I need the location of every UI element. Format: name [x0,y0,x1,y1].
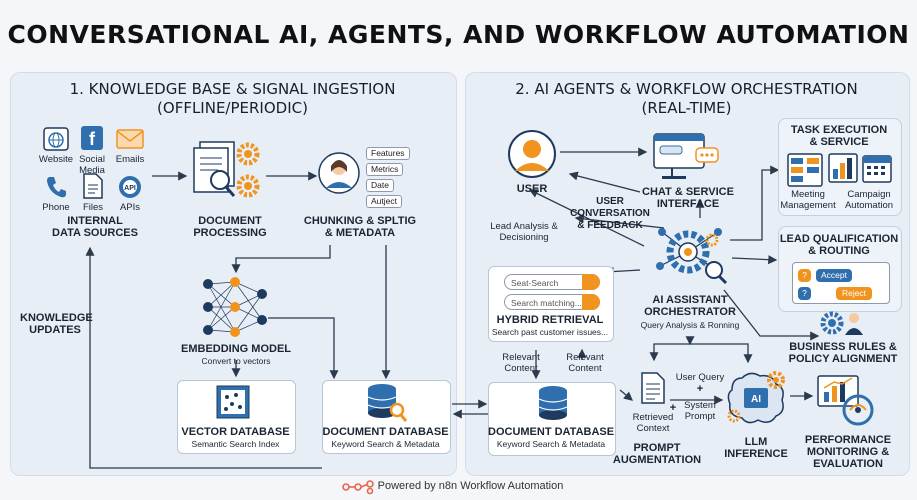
panel1-heading: 1. KNOWLEDGE BASE & SIGNAL INGESTION(OFF… [69,80,396,117]
accept-badge: Accept [816,269,852,282]
orchestrator-subtitle: Query Analysis & Ronning [640,320,740,330]
task-execution-title: TASK EXECUTION& SERVICE [790,124,888,148]
chunk-tag-subject: Autject [366,195,402,208]
hybrid-search-input-1[interactable]: Seat-Search [504,274,600,290]
business-rules-icon [820,311,863,335]
user-avatar-icon [508,130,556,178]
phone-icon [47,177,66,198]
reject-badge: Reject [836,287,872,300]
hybrid-retrieval-title: HYBRID RETRIEVAL [496,314,604,326]
document-database-subtitle-right: Keyword Search & Metadata [496,439,606,449]
calendar-icon [862,155,892,183]
files-icon [83,173,103,199]
footer-powered-by: Powered by n8n Workflow Automation [377,480,564,492]
social-media-icon: f [81,126,103,150]
source-phone-label: Phone [42,202,70,213]
orchestrator-hub-icon [656,228,728,285]
llm-brain-icon: AI [727,371,785,424]
user-query-label: User Query [675,372,725,383]
chunk-tag-date: Date [366,179,394,192]
person-avatar-icon [318,152,360,194]
performance-monitor-icon [817,375,874,426]
question-badge-2: ? [798,287,811,300]
chunk-tag-metrics: Metrics [366,163,404,176]
embedding-model-title: EMBEDDING MODEL [181,343,291,355]
source-apis-label: APIs [119,202,141,213]
chat-interface-icon [653,133,719,179]
document-processing-icon [193,141,260,198]
chunking-title: CHUNKING & SPLTIG& METADATA [303,215,417,239]
kanban-board-icon [787,153,823,187]
source-website-label: Website [38,154,74,165]
source-files-label: Files [82,202,104,213]
search-icon[interactable] [582,294,600,310]
email-icon [116,129,144,149]
svg-text:f: f [89,129,96,149]
plus-sign-2: + [669,402,677,414]
question-badge-1: ? [798,269,811,282]
document-database-title-left: DOCUMENT DATABASE [322,426,449,438]
database-search-icon [367,384,408,422]
hybrid-retrieval-subtitle: Search past customer issues... [491,327,609,337]
campaign-chart-icon [828,153,858,183]
document-database-subtitle-left: Keyword Search & Metadata [331,439,440,449]
chunk-tag-features: Features [366,147,410,160]
vector-grid-icon [216,385,250,419]
lead-analysis-label: Lead Analysis &Decisioning [490,221,558,243]
page-title: CONVERSATIONAL AI, AGENTS, AND WORKFLOW … [7,20,910,49]
panel2-heading: 2. AI AGENTS & WORKFLOW ORCHESTRATION(RE… [515,80,858,117]
user-label: USER [516,183,548,195]
source-emails-label: Emails [115,154,145,165]
api-gear-icon: API [119,176,141,198]
llm-chip-label: AI [751,394,761,405]
business-rules-title: BUSINESS RULES &POLICY ALIGNMENT [788,341,898,365]
website-icon [43,127,69,151]
search-icon[interactable] [582,274,600,290]
svg-text:API: API [124,185,136,192]
document-database-title-right: DOCUMENT DATABASE [488,426,615,438]
embedding-model-subtitle: Convert to vectors [201,356,271,366]
neural-network-icon [203,277,267,337]
hybrid-search-input-2[interactable]: Search matching... [504,294,600,310]
vector-database-subtitle: Semantic Search Index [191,439,280,449]
plus-sign-1: + [696,383,704,395]
retrieved-context-document-icon [641,372,665,404]
lead-qualification-title: LEAD QUALIFICATION& ROUTING [779,233,899,257]
vector-database-title: VECTOR DATABASE [181,426,290,438]
n8n-logo-icon [342,480,374,495]
database-icon [538,386,568,420]
